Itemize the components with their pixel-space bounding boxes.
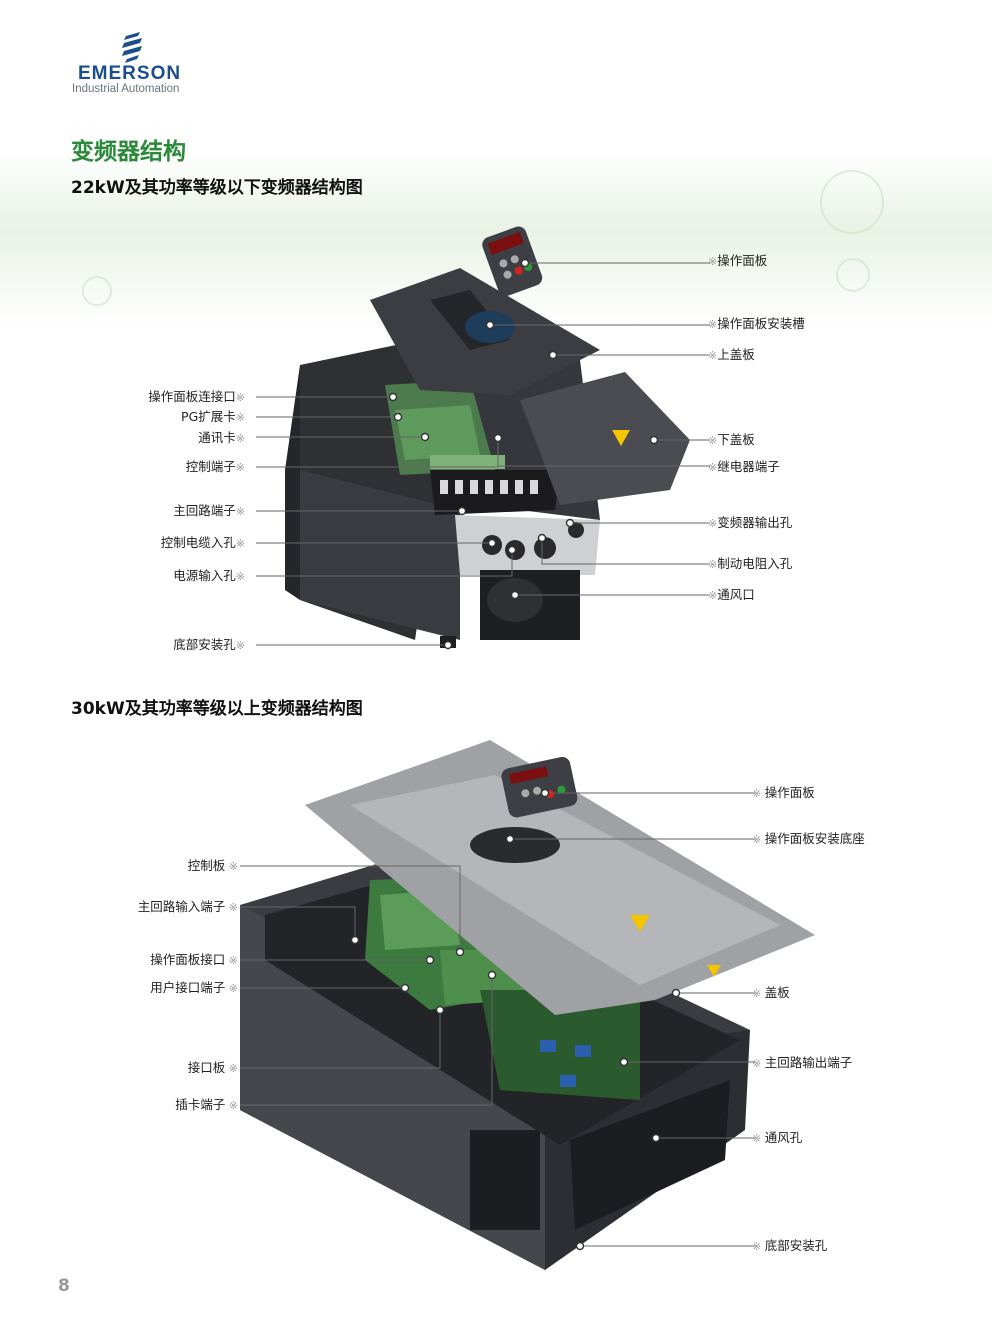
label-vent-holes: ※ 通风孔 [752, 1130, 803, 1145]
target-marker-icon: ※ [225, 1062, 238, 1075]
target-marker-icon: ※ [225, 1099, 238, 1112]
target-marker-icon: ※ [708, 517, 718, 530]
label-control-cable-hole: 控制电缆入孔※ [160, 535, 245, 550]
target-marker-icon: ※ [225, 954, 238, 967]
background-swirl [82, 276, 112, 306]
target-marker-icon: ※ [752, 1057, 765, 1070]
target-marker-icon: ※ [235, 411, 245, 424]
label-user-interface-terminal: 用户接口端子 ※ [150, 980, 238, 995]
section-2-title: 30kW及其功率等级以上变频器结构图 [71, 699, 363, 719]
target-marker-icon: ※ [225, 982, 238, 995]
target-marker-icon: ※ [752, 987, 765, 1000]
background-swirl [836, 258, 870, 292]
label-card-slot-terminal: 插卡端子 ※ [175, 1097, 238, 1112]
label-keypad-base: ※ 操作面板安装底座 [752, 831, 865, 846]
label-keypad-2: ※ 操作面板 [752, 785, 815, 800]
label-keypad: ※操作面板 [708, 253, 768, 268]
label-main-output-terminal: ※ 主回路输出端子 [752, 1055, 853, 1070]
label-main-input-terminal: 主回路输入端子 ※ [137, 899, 238, 914]
label-brake-resistor-hole: ※制动电阻入孔 [708, 556, 793, 571]
target-marker-icon: ※ [225, 860, 238, 873]
label-output-hole: ※变频器输出孔 [708, 515, 793, 530]
target-marker-icon: ※ [708, 461, 718, 474]
target-marker-icon: ※ [235, 639, 245, 652]
target-marker-icon: ※ [235, 537, 245, 550]
target-marker-icon: ※ [708, 255, 718, 268]
target-marker-icon: ※ [235, 432, 245, 445]
label-bottom-mount-hole: 底部安装孔※ [173, 637, 245, 652]
target-marker-icon: ※ [752, 787, 765, 800]
label-lower-cover: ※下盖板 [708, 432, 755, 447]
label-upper-cover: ※上盖板 [708, 347, 755, 362]
target-marker-icon: ※ [708, 318, 718, 331]
target-marker-icon: ※ [752, 833, 765, 846]
label-keypad-connector: 操作面板连接口※ [148, 389, 245, 404]
target-marker-icon: ※ [708, 589, 718, 602]
emerson-globe-icon [122, 32, 142, 63]
target-marker-icon: ※ [235, 570, 245, 583]
target-marker-icon: ※ [752, 1132, 765, 1145]
target-marker-icon: ※ [752, 1240, 765, 1253]
label-control-board: 控制板 ※ [187, 858, 238, 873]
emerson-logo: EMERSON Industrial Automation [72, 30, 202, 100]
label-cover: ※ 盖板 [752, 985, 790, 1000]
target-marker-icon: ※ [235, 505, 245, 518]
label-keypad-interface: 操作面板接口 ※ [150, 952, 238, 967]
label-pg-card: PG扩展卡※ [181, 409, 245, 424]
label-bottom-mount-hole-2: ※ 底部安装孔 [752, 1238, 828, 1253]
label-relay-terminal: ※继电器端子 [708, 459, 780, 474]
target-marker-icon: ※ [708, 434, 718, 447]
page-title: 变频器结构 [71, 139, 186, 165]
target-marker-icon: ※ [235, 391, 245, 404]
label-vent: ※通风口 [708, 587, 755, 602]
label-power-input-hole: 电源输入孔※ [173, 568, 245, 583]
label-interface-board: 接口板 ※ [187, 1060, 238, 1075]
label-main-circuit-terminal: 主回路端子※ [173, 503, 245, 518]
label-comm-card: 通讯卡※ [198, 430, 245, 445]
target-marker-icon: ※ [225, 901, 238, 914]
page-number: 8 [58, 1276, 70, 1296]
label-keypad-slot: ※操作面板安装槽 [708, 316, 805, 331]
section-1-title: 22kW及其功率等级以下变频器结构图 [71, 178, 363, 198]
brand-subtitle: Industrial Automation [72, 83, 180, 95]
background-swirl [820, 170, 884, 234]
brand-name: EMERSON [78, 63, 182, 84]
target-marker-icon: ※ [235, 461, 245, 474]
target-marker-icon: ※ [708, 349, 718, 362]
target-marker-icon: ※ [708, 558, 718, 571]
label-control-terminal: 控制端子※ [185, 459, 245, 474]
